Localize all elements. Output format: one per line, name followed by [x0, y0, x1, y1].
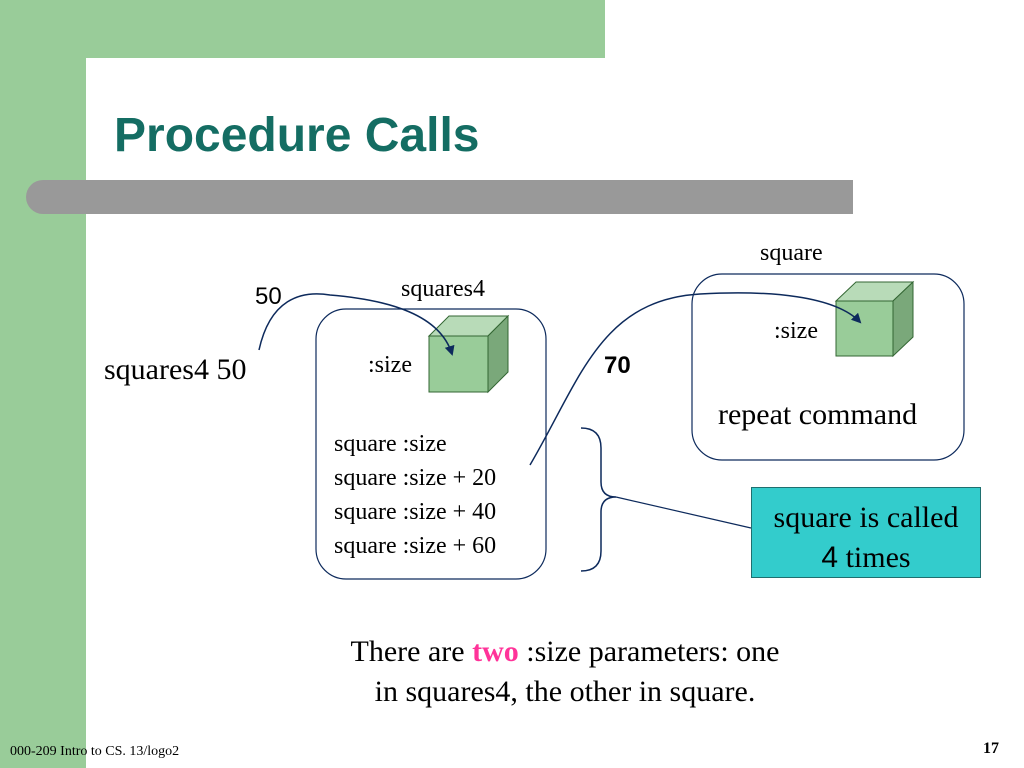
footer-course-label: 000-209 Intro to CS. 13/logo2	[10, 744, 180, 759]
summary-text-part: There are	[350, 635, 473, 668]
callout-line2: 4 times	[752, 538, 980, 578]
procedure-call-text: squares4 50	[104, 353, 247, 386]
green-top-band	[0, 0, 605, 58]
arrow-50-to-size	[258, 293, 455, 356]
argument-50-label: 50	[255, 283, 282, 310]
page-title: Procedure Calls	[114, 109, 480, 162]
square-size-param-label: :size	[774, 318, 818, 344]
callout-count: 4	[821, 541, 839, 574]
code-line: square :size + 60	[334, 533, 497, 559]
summary-line2: in squares4, the other in square.	[374, 675, 756, 708]
summary-line1: There are two :size parameters: one	[290, 632, 840, 672]
squares4-size-param-label: :size	[368, 352, 412, 378]
code-line: square :size	[334, 431, 447, 457]
square-procedure-box	[691, 273, 965, 461]
green-side-band	[0, 0, 86, 768]
title-underline-bar	[26, 180, 853, 214]
size-variable-cube-squares4	[427, 314, 510, 394]
size-variable-cube-square	[834, 280, 915, 358]
code-line: square :size + 40	[334, 499, 497, 525]
repeat-command-label: repeat command	[718, 398, 918, 431]
callout-times: times	[838, 541, 911, 574]
argument-70-label: 70	[604, 352, 631, 379]
call-count-callout: square is called 4 times	[751, 487, 981, 578]
code-lines-brace	[580, 427, 617, 572]
summary-highlight: two	[472, 635, 519, 668]
squares4-code-lines: square :size square :size + 20 square :s…	[334, 427, 496, 563]
summary-text-part: :size parameters: one	[518, 635, 780, 668]
code-line: square :size + 20	[334, 465, 497, 491]
square-procedure-label: square	[760, 240, 823, 266]
callout-line1: square is called	[773, 501, 959, 534]
content-panel	[86, 58, 1024, 768]
brace-to-callout-line	[615, 496, 752, 529]
squares4-procedure-label: squares4	[401, 276, 485, 302]
arrow-70-to-size	[529, 292, 862, 466]
page-number: 17	[983, 740, 999, 757]
squares4-procedure-box	[315, 308, 547, 580]
summary-note: There are two :size parameters: one in s…	[290, 632, 840, 712]
